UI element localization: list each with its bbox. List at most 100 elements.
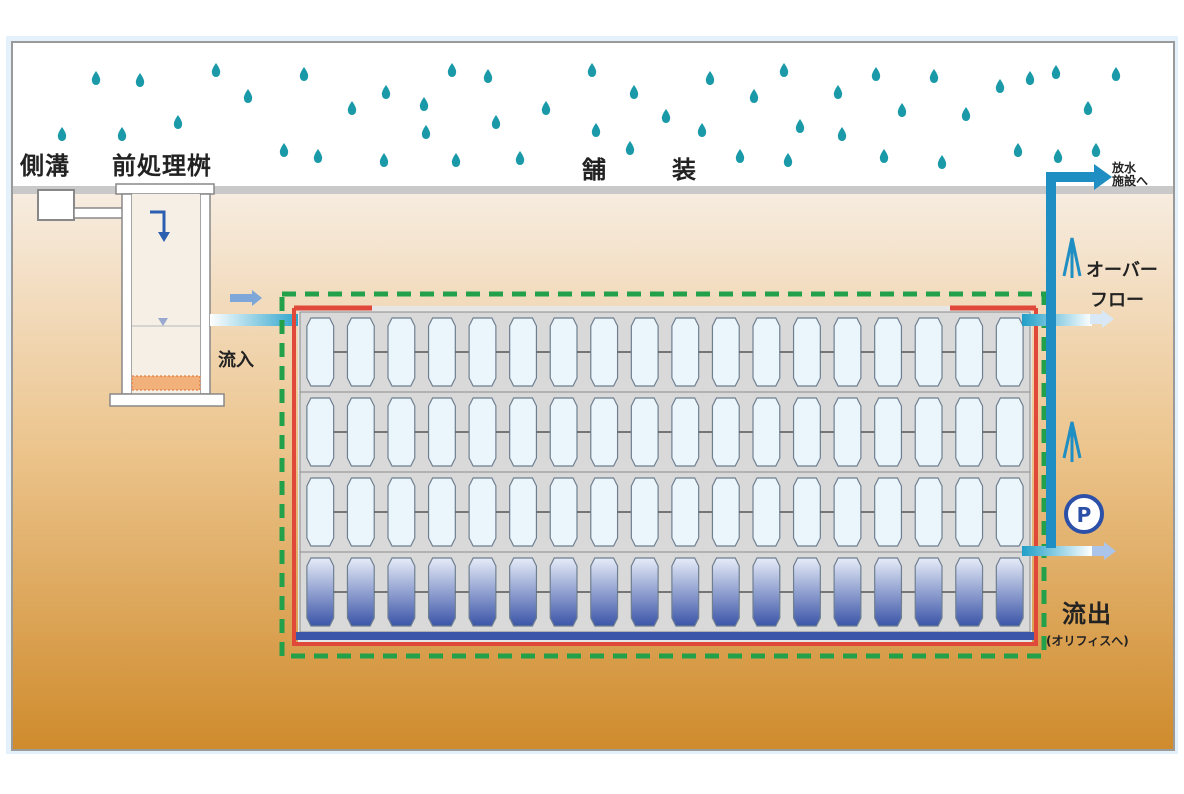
rain-drop-icon: [451, 153, 461, 167]
rain-drop-icon: [541, 101, 551, 115]
rain-drop-icon: [57, 127, 67, 141]
overflow-label-line1: オーバー: [1086, 260, 1158, 281]
storage-cell: [306, 397, 335, 467]
storage-cell: [346, 317, 375, 387]
storage-cell: [671, 397, 700, 467]
storage-cell: [995, 397, 1024, 467]
storage-cell: [792, 397, 821, 467]
storage-cell: [630, 477, 659, 547]
rain-drop-icon: [779, 63, 789, 77]
storage-cell: [306, 557, 335, 627]
orifice-label: (オリフィスへ): [1046, 634, 1129, 648]
storage-cell: [955, 557, 984, 627]
rain-drop-icon: [211, 63, 221, 77]
rain-drop-icon: [313, 149, 323, 163]
storage-cell: [914, 397, 943, 467]
storage-cell: [711, 397, 740, 467]
storage-cell: [752, 397, 781, 467]
pavement-label-2: 装: [672, 156, 697, 184]
rain-drop-icon: [735, 149, 745, 163]
discharge-label-line1: 放水: [1112, 161, 1137, 175]
rain-drop-icon: [871, 67, 881, 81]
storage-cell: [833, 397, 862, 467]
storage-cell: [346, 557, 375, 627]
rain-drop-icon: [995, 79, 1005, 93]
water-level-icon: [158, 318, 168, 326]
storage-cell: [630, 557, 659, 627]
rain-drop-icon: [347, 101, 357, 115]
storage-structure: [279, 291, 1047, 659]
outflow-label: 流出: [1062, 600, 1112, 628]
rain-drop-icon: [379, 153, 389, 167]
storage-cell: [468, 477, 497, 547]
rain-drop-icon: [961, 107, 971, 121]
rain-drop-icon: [837, 127, 847, 141]
rain-drop-icon: [937, 155, 947, 169]
storage-cell: [914, 477, 943, 547]
geotextile-boundary: [279, 291, 1047, 659]
discharge-riser-pipe: [1046, 172, 1056, 548]
rain-drops: [57, 63, 1121, 169]
rain-drop-icon: [587, 63, 597, 77]
side-ditch-label: 側溝: [20, 152, 70, 180]
storage-cell: [955, 477, 984, 547]
rain-drop-icon: [625, 141, 635, 155]
right-arrow-icon: [1090, 310, 1114, 328]
storage-cell: [427, 317, 456, 387]
rain-drop-icon: [515, 151, 525, 165]
pretreatment-basin-label: 前処理桝: [112, 152, 212, 180]
storage-cell: [671, 557, 700, 627]
storage-cell: [509, 317, 538, 387]
storage-cell: [833, 477, 862, 547]
rain-drop-icon: [661, 109, 671, 123]
rain-drop-icon: [91, 71, 101, 85]
rain-drop-icon: [381, 85, 391, 99]
storage-cell: [792, 477, 821, 547]
storage-cell: [509, 397, 538, 467]
right-arrow-icon: [1094, 164, 1112, 190]
storage-cell: [671, 317, 700, 387]
frame-border: [11, 41, 1175, 751]
right-arrow-icon: [1092, 542, 1116, 560]
storage-cell: [833, 317, 862, 387]
pump-icon: P: [1064, 494, 1104, 534]
storage-cell: [306, 477, 335, 547]
pavement-surface: [12, 186, 1174, 194]
storage-cell: [468, 557, 497, 627]
storage-cell: [792, 317, 821, 387]
rain-drop-icon: [697, 123, 707, 137]
storage-cell: [346, 397, 375, 467]
storage-cell: [590, 397, 619, 467]
rain-drop-icon: [279, 143, 289, 157]
storage-cell: [752, 317, 781, 387]
storage-cell: [914, 557, 943, 627]
storage-cell: [549, 317, 578, 387]
inflow-pipe: [210, 314, 304, 326]
storage-cell: [468, 317, 497, 387]
up-arrow-icon: [1062, 237, 1082, 278]
rain-drop-icon: [447, 63, 457, 77]
storage-cell: [630, 317, 659, 387]
storage-cell: [509, 477, 538, 547]
rain-drop-icon: [1111, 67, 1121, 81]
storage-cell: [711, 477, 740, 547]
rain-drop-icon: [173, 115, 183, 129]
rain-drop-icon: [117, 127, 127, 141]
rain-drop-icon: [1091, 143, 1101, 157]
storage-cell: [955, 397, 984, 467]
storage-cell: [387, 317, 416, 387]
rain-drop-icon: [483, 69, 493, 83]
storage-cell: [549, 557, 578, 627]
discharge-label: 放水 施設へ: [1112, 162, 1148, 188]
rain-drop-icon: [749, 89, 759, 103]
storage-cell: [833, 557, 862, 627]
storage-cell: [874, 557, 903, 627]
rain-drop-icon: [1053, 149, 1063, 163]
storage-cell: [752, 477, 781, 547]
rain-drop-icon: [897, 103, 907, 117]
storage-cell: [955, 317, 984, 387]
svg-text:P: P: [1077, 503, 1092, 527]
storage-cell: [995, 557, 1024, 627]
inflow-label: 流入: [218, 350, 254, 371]
